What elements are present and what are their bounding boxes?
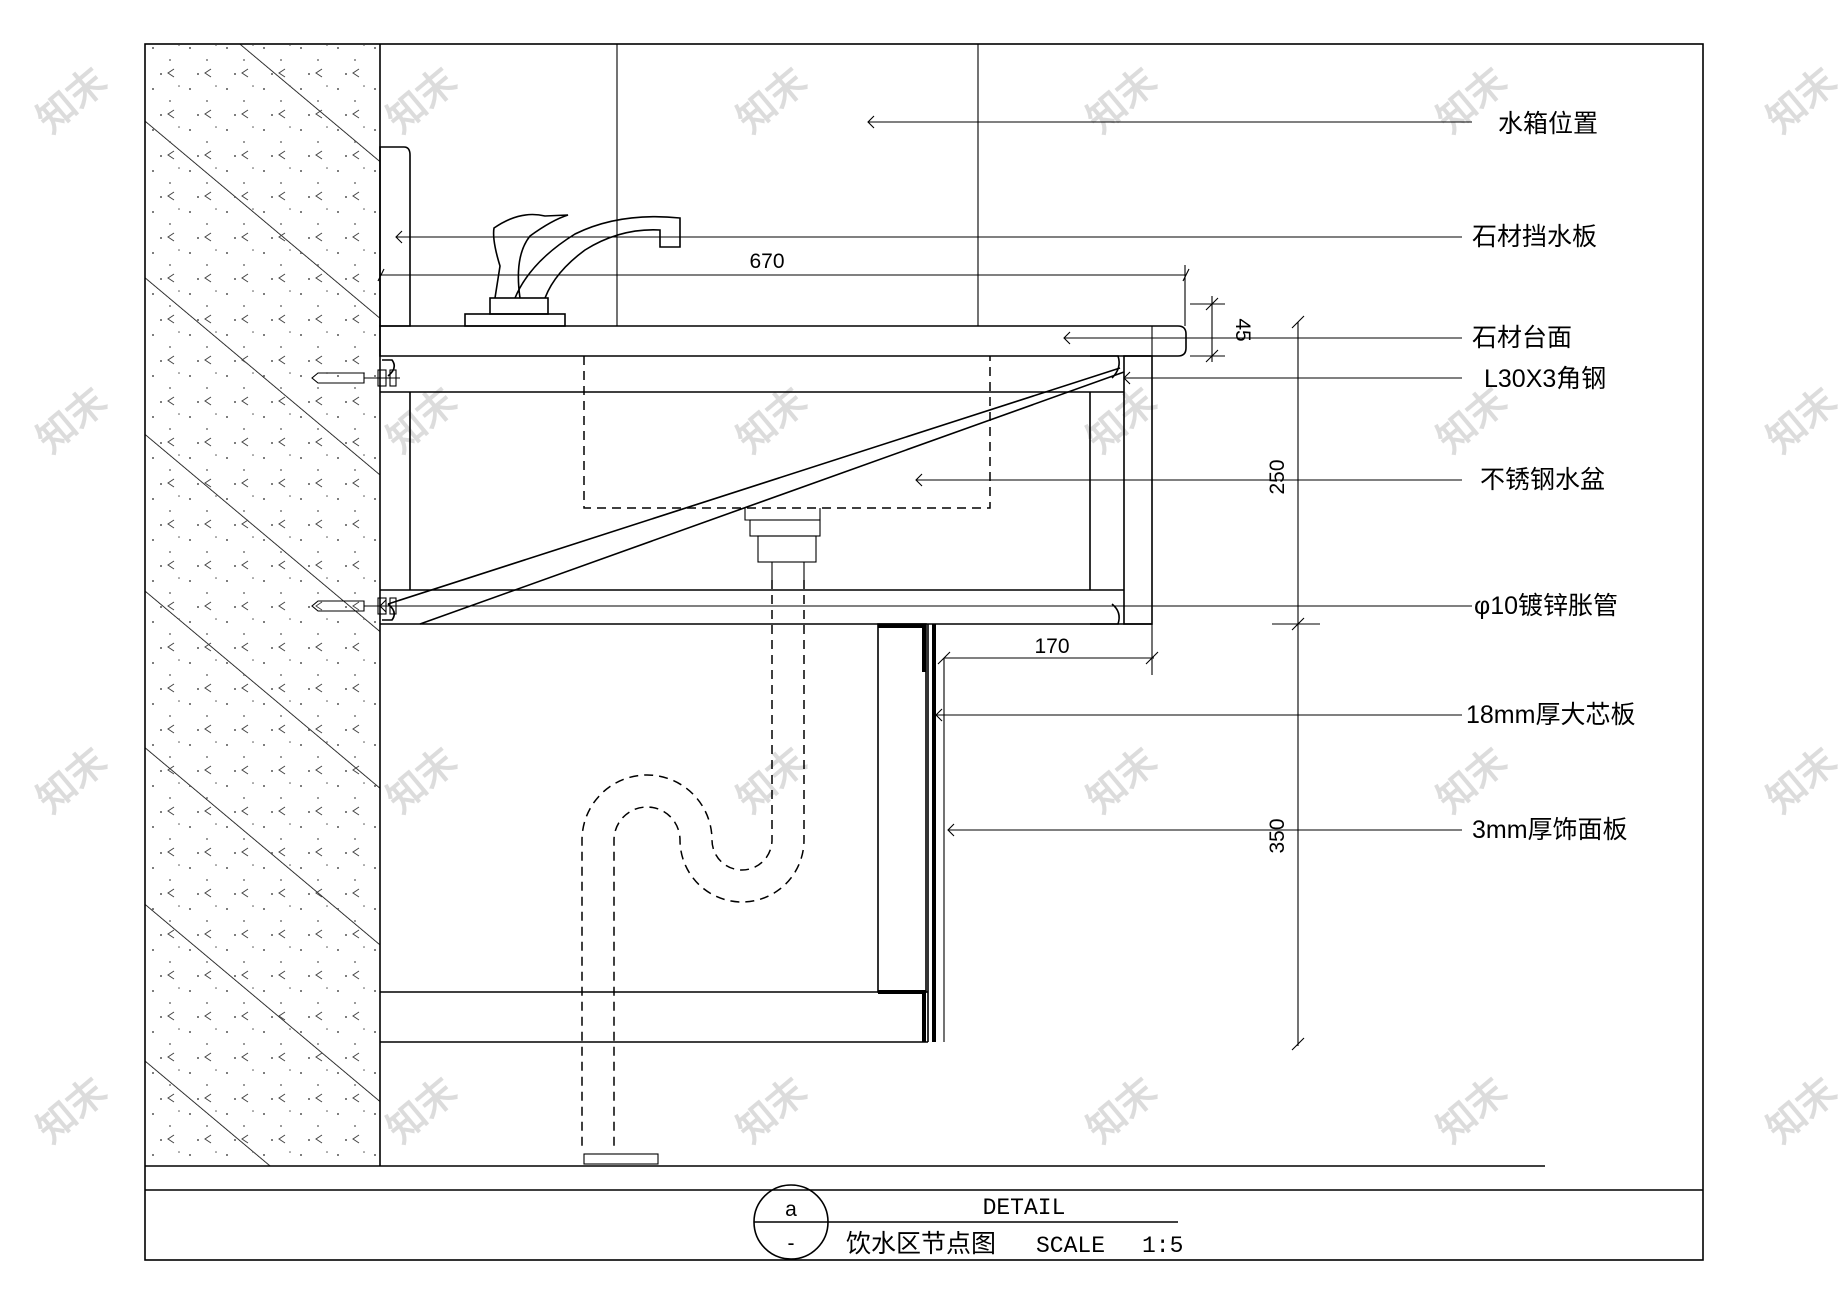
- steel-frame: [380, 355, 1152, 625]
- lower-cabinet: [380, 623, 945, 1043]
- watermark-text: 知末: [380, 60, 465, 141]
- label-stone-splashback: 石材挡水板: [1472, 223, 1597, 251]
- watermark-text: 知末: [380, 740, 465, 821]
- label-steel-basin: 不锈钢水盆: [1480, 466, 1605, 494]
- watermark-text: 知末: [1430, 740, 1515, 821]
- watermark-text: 知末: [1080, 740, 1165, 821]
- concrete-wall: [145, 44, 381, 1166]
- label-water-tank: 水箱位置: [1498, 110, 1598, 138]
- label-veneer-panel: 3mm厚饰面板: [1472, 816, 1628, 844]
- label-angle-steel: L30X3角钢: [1484, 365, 1606, 393]
- watermark-text: 知末: [1760, 1070, 1845, 1151]
- detail-mark-bottom: -: [788, 1232, 795, 1255]
- watermark-text: 知末: [1760, 740, 1845, 821]
- label-expansion-bolt: φ10镀锌胀管: [1474, 592, 1618, 620]
- dimension-lines: [377, 265, 1320, 1051]
- dim-counter-length: 670: [749, 250, 784, 273]
- title-name: 饮水区节点图: [846, 1230, 996, 1258]
- stone-splashback: [379, 146, 411, 327]
- watermark-text: 知末: [1080, 60, 1165, 141]
- dim-upper-height: 250: [1266, 459, 1289, 494]
- label-core-board: 18mm厚大芯板: [1466, 701, 1635, 729]
- faucet-icon: [464, 213, 681, 327]
- title-scale-label: SCALE: [1036, 1233, 1105, 1259]
- watermark-text: 知末: [30, 1070, 115, 1151]
- drain-pipe: [581, 580, 805, 1165]
- leader-lines: [379, 115, 1472, 837]
- watermark-text: 知末: [1760, 380, 1845, 461]
- label-stone-countertop: 石材台面: [1472, 324, 1572, 352]
- stainless-basin: [583, 356, 991, 580]
- detail-mark-top: a: [785, 1198, 797, 1221]
- watermark-text: 知末: [30, 740, 115, 821]
- title-block: [145, 1184, 1703, 1260]
- watermark-text: 知末: [1760, 60, 1845, 141]
- watermark-text: 知末: [30, 380, 115, 461]
- dim-counter-thickness: 45: [1231, 318, 1254, 341]
- watermark-text: 知末: [730, 1070, 815, 1151]
- dim-lower-height: 350: [1266, 818, 1289, 853]
- dim-panel-offset: 170: [1034, 635, 1069, 658]
- stone-countertop: [379, 325, 1187, 357]
- watermark-text: 知末: [30, 60, 115, 141]
- watermark-text: 知末: [730, 60, 815, 141]
- water-tank-outline: [616, 44, 979, 326]
- title-scale-value: 1:5: [1142, 1233, 1183, 1259]
- watermark-text: 知末: [1080, 1070, 1165, 1151]
- watermark-text: 知末: [380, 1070, 465, 1151]
- watermark-text: 知末: [1430, 1070, 1515, 1151]
- title-heading: DETAIL: [983, 1195, 1066, 1221]
